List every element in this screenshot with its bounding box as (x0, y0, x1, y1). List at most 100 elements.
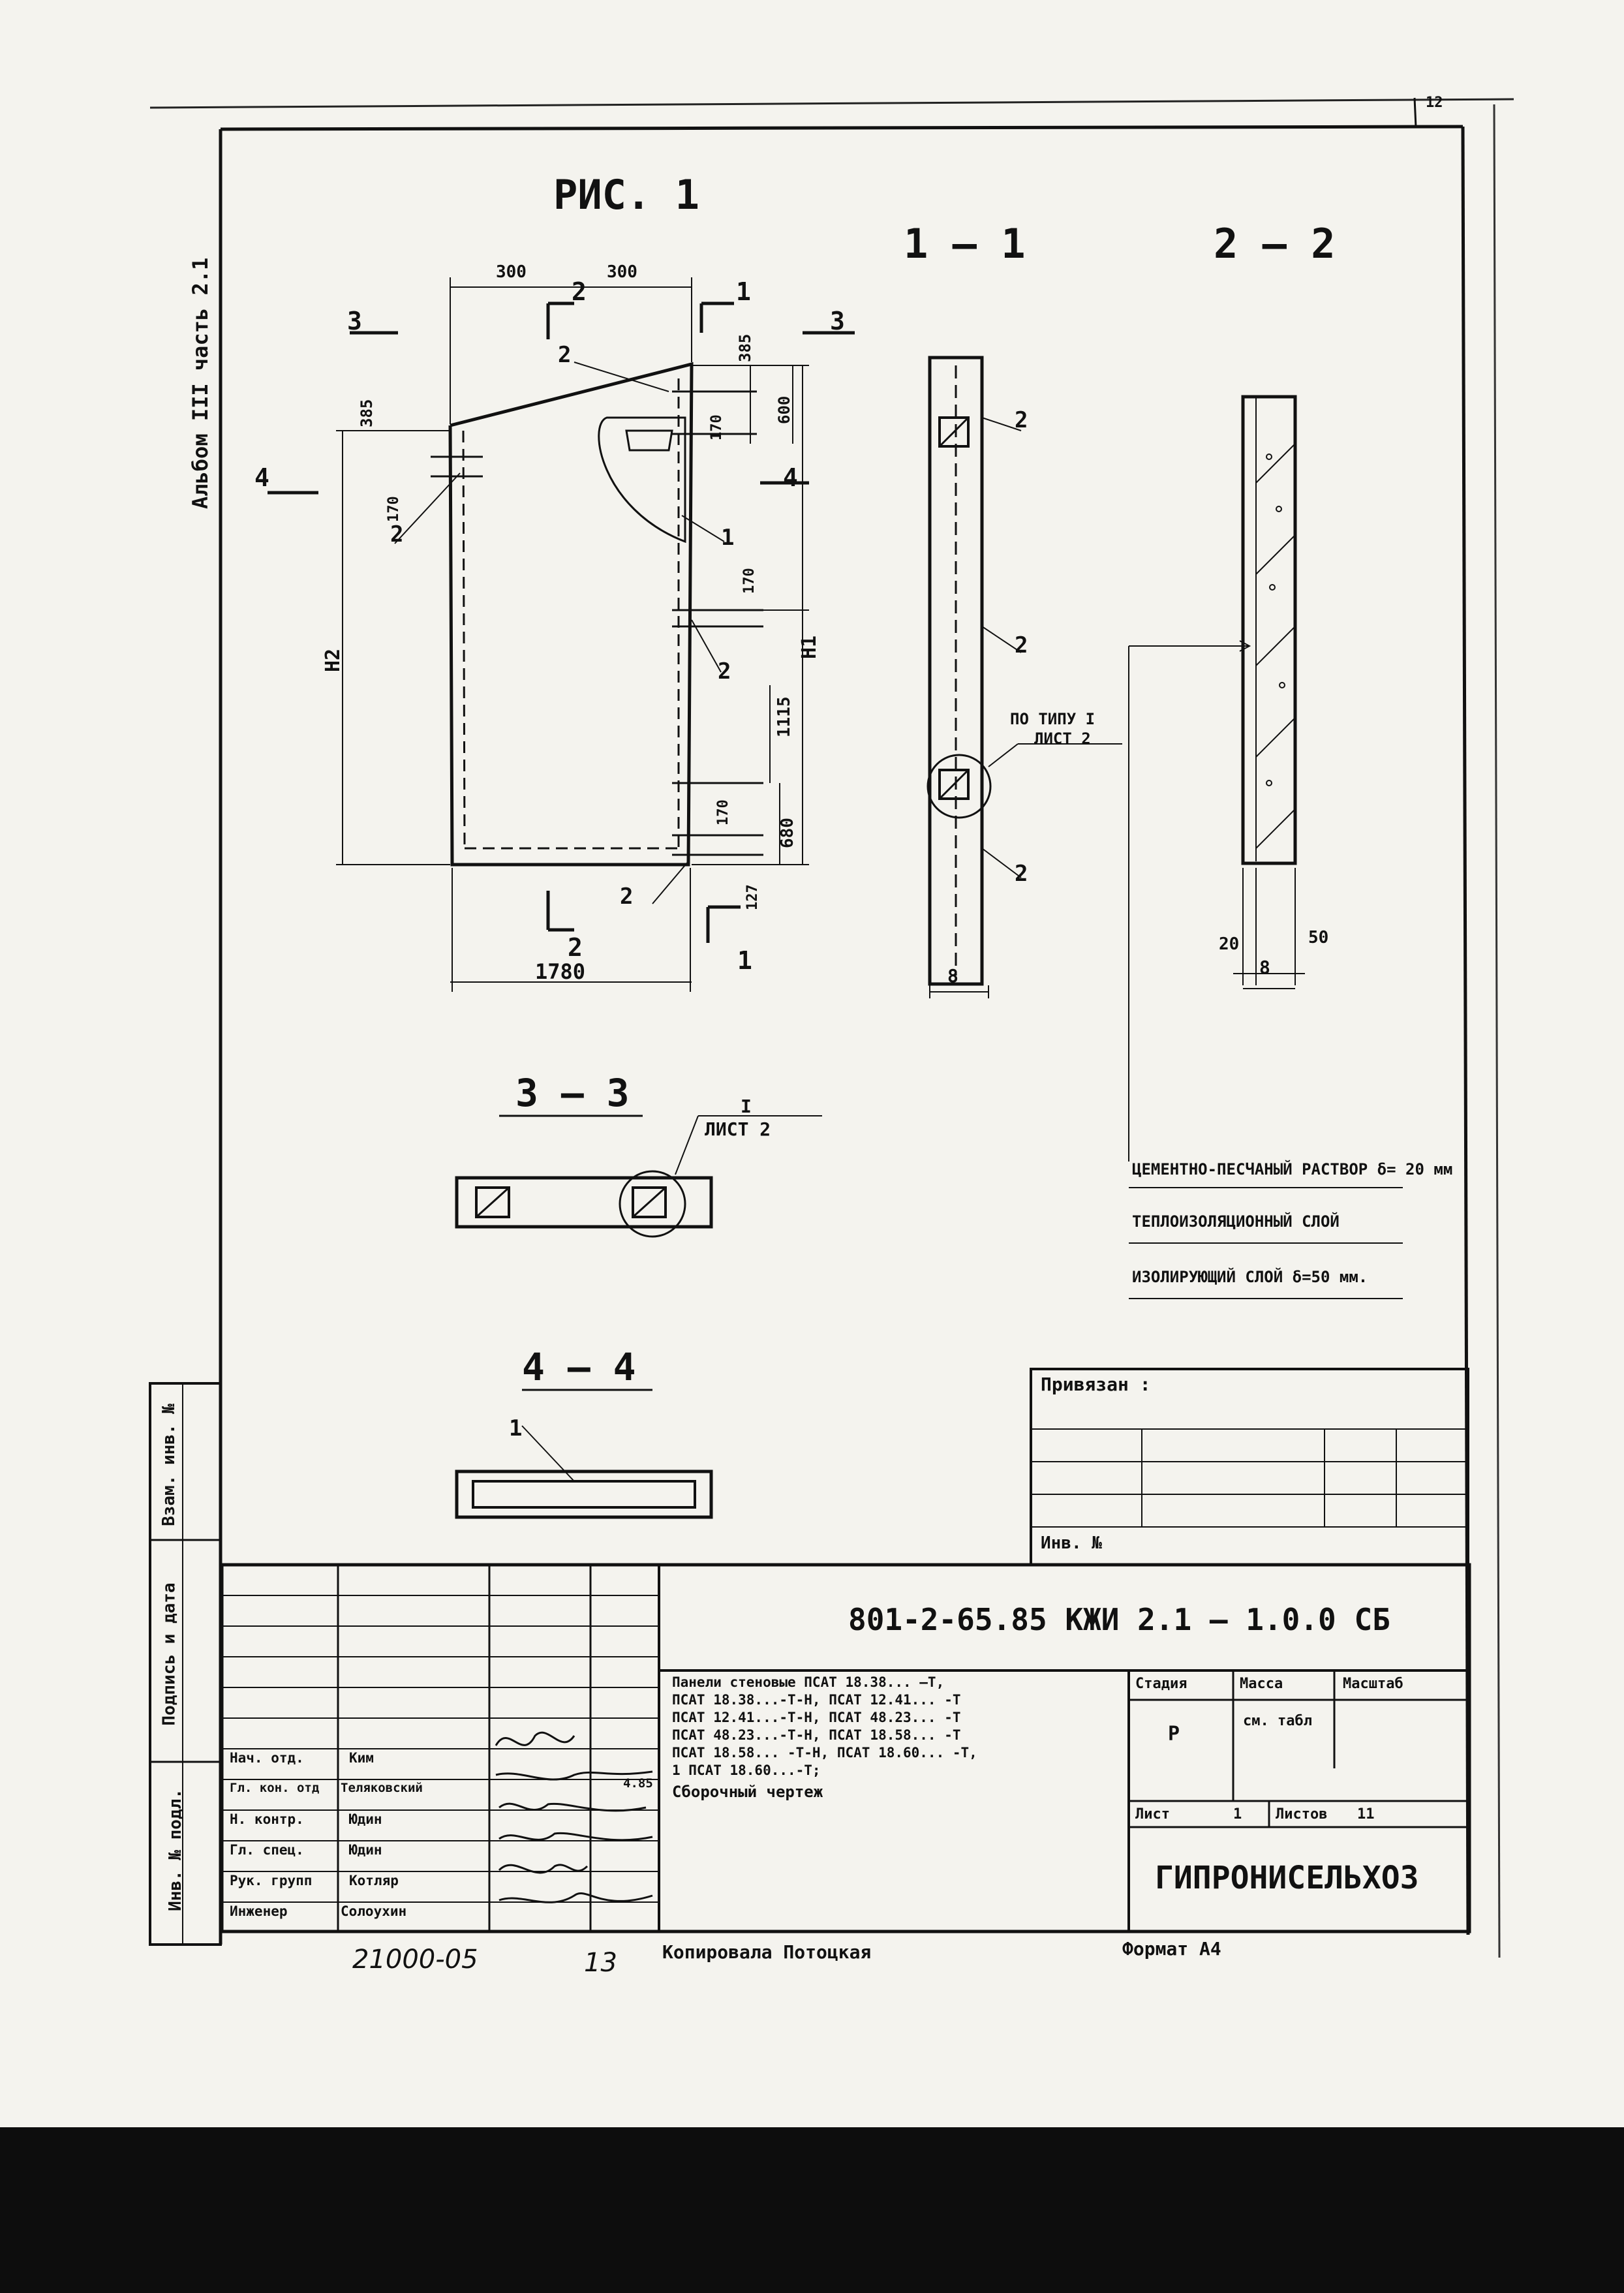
description-line: ПСАТ 12.41...-Т-Н, ПСАТ 48.23... -Т (672, 1710, 961, 1725)
inv-no-label: Инв. № (1041, 1533, 1102, 1553)
figure-title: РИС. 1 (553, 171, 699, 219)
mass-label: Масса (1240, 1676, 1283, 1692)
role-3: Н. контр. (230, 1811, 304, 1827)
format-label: Формат А4 (1122, 1938, 1221, 1960)
section-4-4 (455, 1389, 713, 1519)
signatures (495, 1731, 653, 1903)
description-line: ПСАТ 48.23...-Т-Н, ПСАТ 18.58... -Т (672, 1727, 961, 1743)
cut-mark-2-top: 2 (572, 277, 587, 306)
name-2: Теляковский (341, 1781, 423, 1795)
dim-300-left: 300 (496, 262, 527, 282)
pos-mark-2d: 2 (620, 884, 633, 910)
dim-50: 50 (1308, 928, 1328, 947)
left-strip-sign: Подпись и дата (159, 1582, 179, 1726)
sheets-value: 11 (1357, 1806, 1375, 1823)
layer-2: ТЕПЛОИЗОЛЯЦИОННЫЙ СЛОЙ (1132, 1212, 1340, 1231)
date-2: 4.85 (623, 1776, 653, 1791)
dim-127: 127 (744, 884, 761, 910)
name-5: Котляр (349, 1873, 399, 1888)
footer-doc-number: 21000-05 (352, 1945, 478, 1975)
pos-mark-2c: 2 (718, 658, 731, 685)
description-line: ПСАТ 18.58... -Т-Н, ПСАТ 18.60... -Т, (672, 1745, 977, 1761)
dim-20: 20 (1219, 934, 1239, 954)
dim-8-section11: 8 (947, 965, 958, 987)
dim-1780: 1780 (535, 959, 585, 984)
title-block-frame (149, 1368, 1471, 1946)
cut-mark-1-bottom: 1 (737, 946, 752, 975)
dim-h2: H2 (322, 649, 345, 672)
description-line: 1 ПСАТ 18.60...-Т; (672, 1762, 821, 1778)
callout-sheet-2: ЛИСТ 2 (705, 1118, 771, 1140)
name-1: Ким (349, 1750, 374, 1766)
cut-mark-4-right: 4 (783, 463, 798, 492)
callout-roman: I (741, 1096, 752, 1117)
sheets-label: Листов (1276, 1806, 1328, 1823)
section-label-4-4: 4 – 4 (522, 1345, 636, 1389)
dim-h1: H1 (798, 636, 821, 659)
footer-sheet-number: 13 (584, 1948, 617, 1978)
panel-elevation (268, 277, 855, 992)
sheet-value: 1 (1233, 1806, 1242, 1823)
dim-8-section22: 8 (1259, 957, 1270, 978)
sheet-label: Лист (1135, 1806, 1170, 1823)
cut-mark-4: 4 (254, 463, 269, 492)
dim-170-c: 170 (741, 568, 758, 594)
top-corner-number: 12 (1426, 95, 1443, 111)
dim-170-b: 170 (709, 414, 725, 440)
dim-1115: 1115 (774, 696, 794, 737)
cut-mark-2-bottom: 2 (568, 933, 583, 962)
section-label-2-2: 2 – 2 (1214, 220, 1336, 268)
dim-680: 680 (778, 818, 797, 848)
callout-sheet: ЛИСТ 2 (1034, 730, 1091, 748)
mass-value: см. табл (1243, 1713, 1312, 1729)
pos-mark-2f: 2 (1015, 632, 1028, 658)
side-label: Альбом III часть 2.1 (188, 258, 213, 509)
layer-1: ЦЕМЕНТНО-ПЕСЧАНЫЙ РАСТВОР δ= 20 мм (1132, 1160, 1452, 1178)
left-strip-inv: Инв. № подл. (165, 1789, 185, 1911)
scale-label: Масштаб (1343, 1676, 1403, 1692)
description-line: ПСАТ 18.38...-Т-Н, ПСАТ 12.41... -Т (672, 1692, 961, 1708)
organization-name: ГИПРОНИСЕЛЬХОЗ (1155, 1860, 1419, 1896)
scan-edge (0, 2127, 1624, 2293)
dim-170-a: 170 (386, 496, 402, 522)
section-2-2 (1128, 395, 1403, 1299)
role-6: Инженер (230, 1903, 288, 1919)
drawing-description: Панели стеновые ПСАТ 18.38... –Т, ПСАТ 1… (672, 1674, 1122, 1801)
role-1: Нач. отд. (230, 1750, 304, 1766)
section-1-1 (927, 356, 1122, 998)
pos-mark-2b: 2 (390, 521, 403, 547)
cut-mark-1-top: 1 (736, 277, 751, 306)
section-label-3-3: 3 – 3 (515, 1071, 630, 1115)
layer-3: ИЗОЛИРУЮЩИЙ СЛОЙ δ=50 мм. (1132, 1267, 1368, 1286)
pos-mark-2e: 2 (1015, 407, 1028, 433)
privyazan-label: Привязан : (1041, 1374, 1151, 1395)
dim-170-d: 170 (715, 799, 731, 825)
name-6: Солоухин (341, 1903, 407, 1919)
section-label-1-1: 1 – 1 (904, 220, 1026, 268)
stage-value: Р (1168, 1723, 1180, 1746)
pos-mark-1: 1 (721, 525, 734, 551)
drawing-code: 801-2-65.85 КЖИ 2.1 – 1.0.0 СБ (848, 1602, 1390, 1637)
pos-mark-2g: 2 (1015, 861, 1028, 887)
dim-300-right: 300 (607, 262, 637, 282)
pos-mark-2a: 2 (558, 342, 571, 368)
copied-by: Копировала Потоцкая (662, 1941, 872, 1963)
dim-385-left: 385 (358, 399, 376, 427)
role-5: Рук. групп (230, 1873, 313, 1888)
cut-mark-3-right: 3 (830, 307, 845, 335)
description-line: Панели стеновые ПСАТ 18.38... –Т, (672, 1674, 945, 1690)
callout-type: ПО ТИПУ I (1010, 710, 1095, 728)
dim-600-top: 600 (775, 396, 793, 424)
left-strip-vzam: Взам. инв. № (159, 1404, 179, 1526)
role-2: Гл. кон. отд (230, 1781, 320, 1795)
description-line: Сборочный чертеж (672, 1783, 823, 1801)
name-4: Юдин (349, 1842, 382, 1858)
name-3: Юдин (349, 1811, 382, 1827)
pos-mark-1-section44: 1 (509, 1415, 522, 1441)
cut-mark-3: 3 (347, 307, 362, 335)
section-3-3 (455, 1115, 822, 1238)
role-4: Гл. спец. (230, 1842, 304, 1858)
stage-label: Стадия (1135, 1676, 1187, 1692)
dim-385-right: 385 (736, 334, 754, 362)
